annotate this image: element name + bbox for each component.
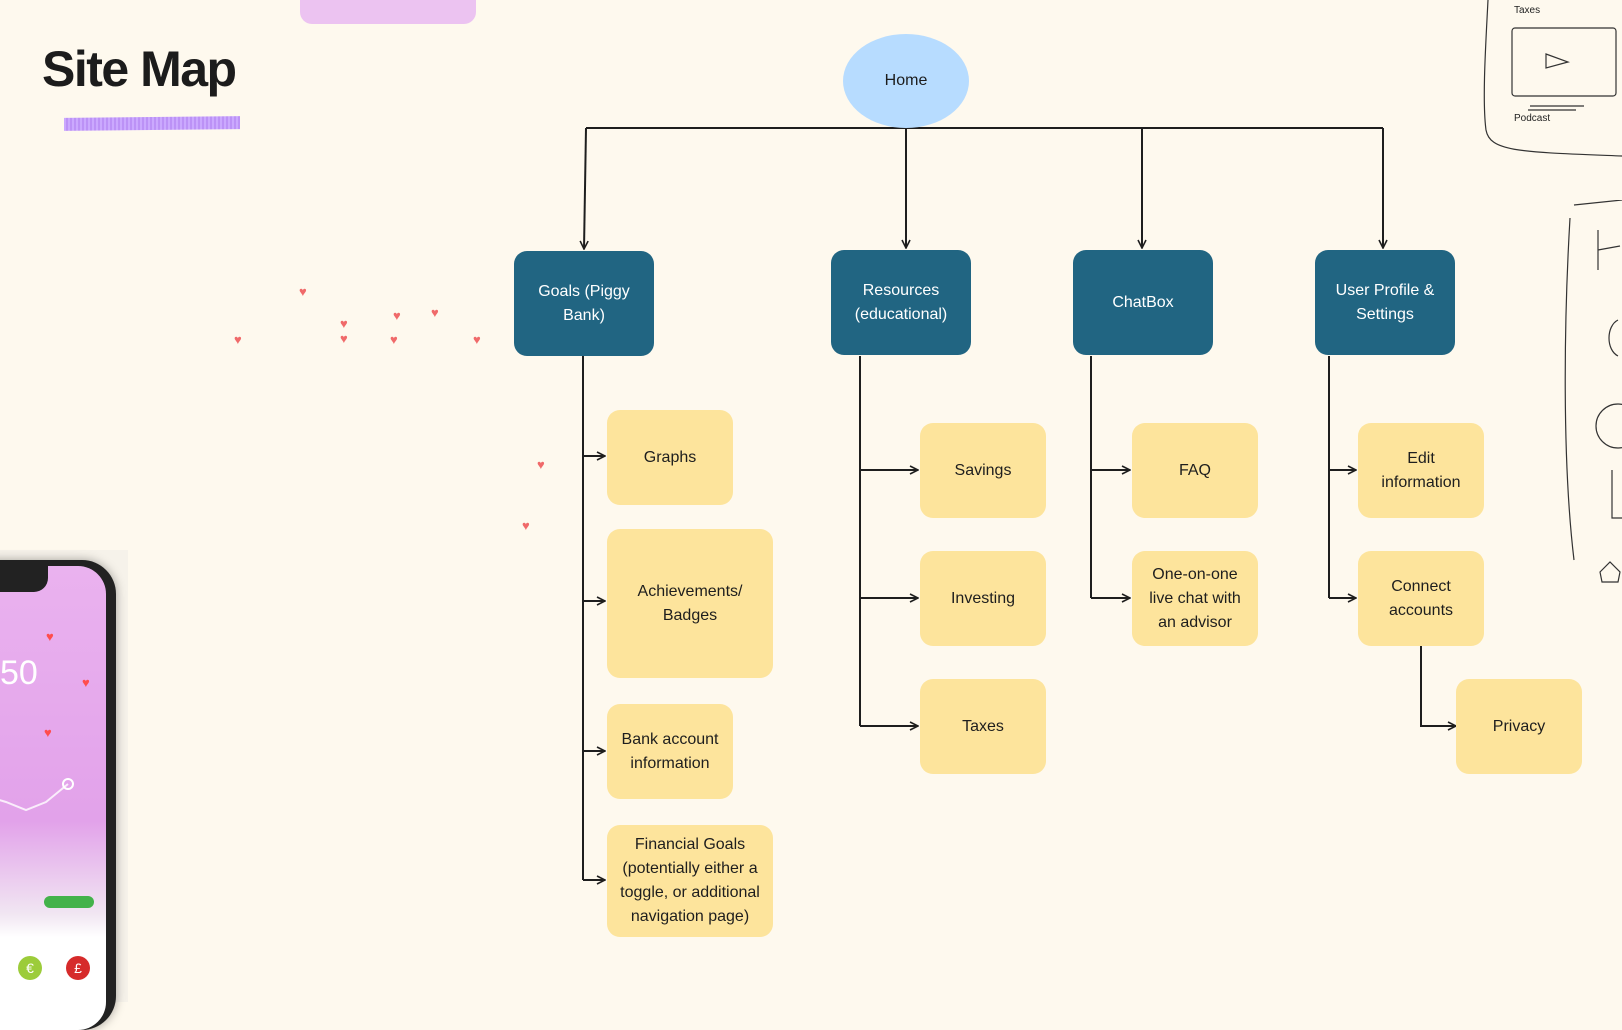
node-profile-label: User Profile & Settings [1335,281,1435,323]
node-profile[interactable]: User Profile & Settings [1315,250,1455,355]
node-home[interactable]: Home [843,34,969,128]
node-home-label: Home [884,72,928,89]
phone-mockup-image: 50 ♥ ♥ ♥ € £ [0,550,128,1030]
phone-sparkline [0,778,74,812]
coin-icon: € [18,956,42,980]
node-taxes-label: Taxes [962,717,1004,735]
heart-icon: ♥ [234,332,242,347]
coin-icon: £ [66,956,90,980]
node-graphs[interactable]: Graphs [607,410,733,505]
node-bank-info[interactable]: Bank account information [607,704,733,799]
node-bank-info-label: Bank account information [621,730,719,772]
node-resources[interactable]: Resources (educational) [831,250,971,355]
phone-screen: 50 ♥ ♥ ♥ € £ [0,566,106,1030]
sketch-label-podcast: Podcast [1514,113,1551,124]
heart-icon: ♥ [46,629,54,644]
phone-balance-fragment: 50 [0,654,38,692]
node-investing-label: Investing [950,589,1016,607]
node-connect-accounts[interactable]: Connect accounts [1358,551,1484,646]
node-financial-goals-label: Financial Goals (potentially either a to… [620,836,760,925]
phone-notch [0,566,48,592]
node-achievements[interactable]: Achievements/ Badges [607,529,773,678]
heart-icon: ♥ [537,457,545,472]
heart-icon: ♥ [82,675,90,690]
sketch-label-taxes: Taxes [1514,5,1541,16]
node-faq[interactable]: FAQ [1132,423,1258,518]
node-graphs-label: Graphs [643,448,697,466]
wireframe-sketch-top [1483,0,1622,157]
phone-frame: 50 ♥ ♥ ♥ € £ [0,560,116,1030]
node-chatbox[interactable]: ChatBox [1073,250,1213,355]
page-title: Site Map [42,41,237,97]
node-live-chat-label: One-on-one live chat with an advisor [1149,565,1241,631]
heart-icon: ♥ [299,284,307,299]
node-taxes[interactable]: Taxes [920,679,1046,774]
node-privacy-label: Privacy [1492,717,1546,735]
heart-icon: ♥ [393,308,401,323]
node-edit-info-label: Edit information [1381,449,1461,491]
node-edit-info[interactable]: Edit information [1358,423,1484,518]
node-live-chat[interactable]: One-on-one live chat with an advisor [1132,551,1258,646]
node-goals[interactable]: Goals (Piggy Bank) [514,251,654,356]
heart-icon: ♥ [473,332,481,347]
node-investing[interactable]: Investing [920,551,1046,646]
heart-icon: ♥ [431,305,439,320]
node-savings[interactable]: Savings [920,423,1046,518]
node-financial-goals[interactable]: Financial Goals (potentially either a to… [607,825,773,937]
sticky-note-fragment[interactable] [300,0,476,24]
heart-icon: ♥ [522,518,530,533]
link-home-goals [584,127,586,249]
wireframe-sketch-side [1564,200,1622,583]
node-connect-accounts-label: Connect accounts [1388,577,1454,619]
link-connect-privacy [1420,646,1456,726]
heart-icon: ♥ [44,725,52,740]
node-resources-label: Resources (educational) [854,281,948,323]
node-faq-label: FAQ [1178,461,1211,479]
node-savings-label: Savings [954,461,1012,479]
node-chatbox-label: ChatBox [1112,293,1174,311]
phone-change-badge [44,896,94,908]
node-achievements-label: Achievements/ Badges [637,582,743,624]
heart-icon: ♥ [340,331,348,346]
node-goals-label: Goals (Piggy Bank) [538,282,630,324]
heart-icon: ♥ [390,332,398,347]
connector-lines [0,118,1622,1002]
node-privacy[interactable]: Privacy [1456,679,1582,774]
heart-icon: ♥ [340,316,348,331]
